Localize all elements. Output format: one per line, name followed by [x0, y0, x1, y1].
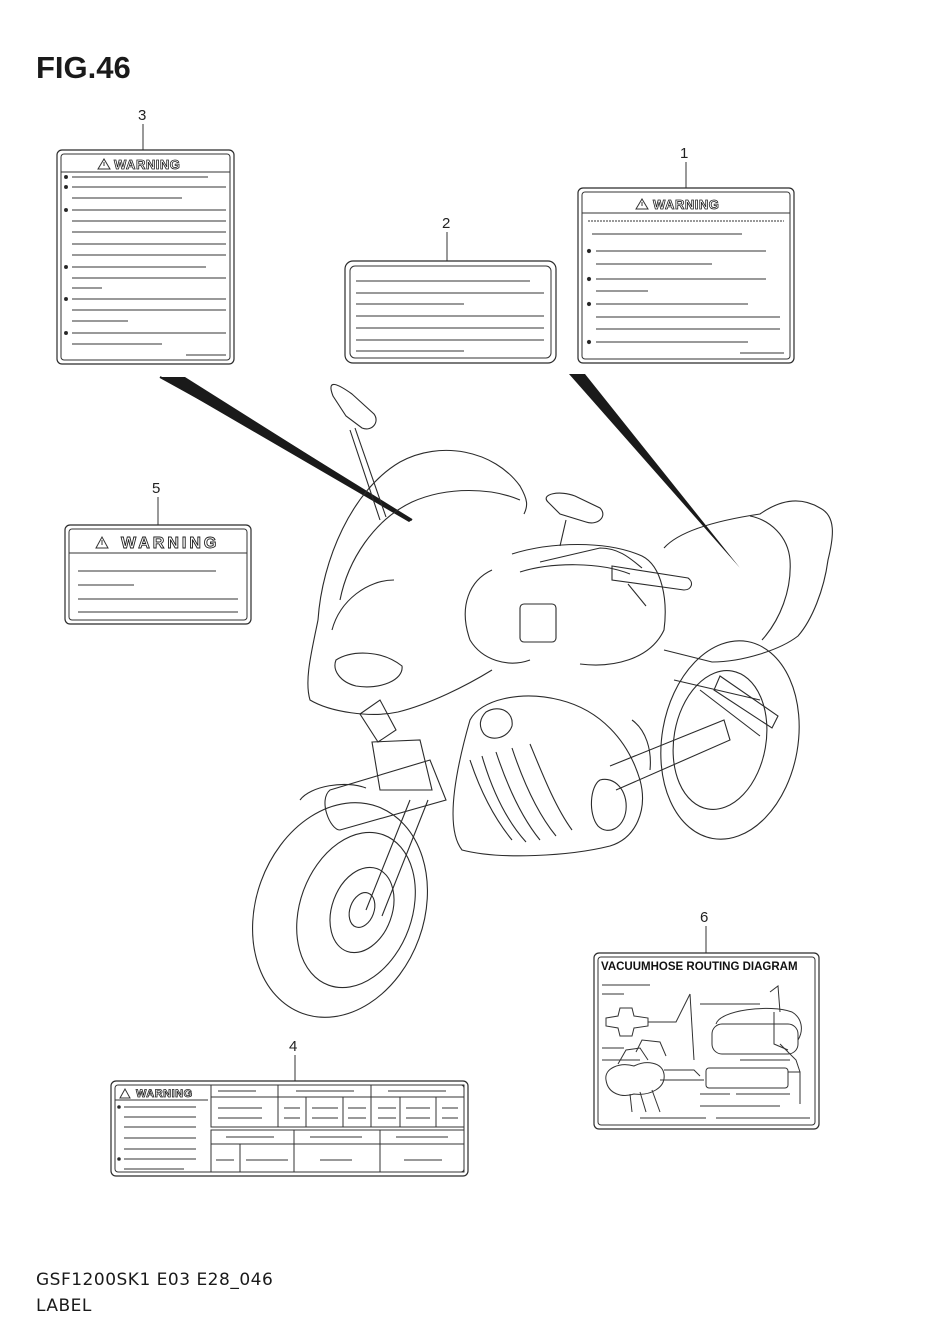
callout-3: 3: [138, 107, 146, 124]
warning-triangle-icon: [97, 158, 111, 170]
label-5-warning-text: WARNING: [121, 535, 219, 552]
footer-diagram-code: GSF1200SK1 E03 E28_046: [36, 1270, 274, 1290]
label-3-warning[interactable]: 3 WARNING: [56, 107, 235, 365]
label-1-warning[interactable]: 1 WARNING: [577, 145, 795, 364]
label-6-vacuum-hose-diagram[interactable]: 6 VACUUMHOSE ROUTING DIAGRAM: [593, 909, 820, 1130]
footer-section-label: LABEL: [36, 1296, 92, 1316]
warning-triangle-icon: [95, 535, 109, 549]
label-4-warning-table[interactable]: 4 WARNING: [110, 1038, 469, 1177]
pointer-arrow-left: [159, 376, 413, 522]
label-5-warning[interactable]: 5 WARNING: [64, 480, 252, 625]
callout-1: 1: [680, 145, 688, 162]
warning-triangle-icon: [119, 1087, 131, 1099]
label-2-plain[interactable]: 2: [344, 215, 557, 364]
vacuum-diagram-title: VACUUMHOSE ROUTING DIAGRAM: [601, 961, 798, 973]
label-4-warning-text: WARNING: [136, 1088, 193, 1100]
pointer-arrow-right: [569, 374, 740, 568]
warning-triangle-icon: [635, 198, 649, 210]
motorcycle-drawing: [252, 383, 833, 1018]
callout-4: 4: [289, 1038, 297, 1055]
callout-6: 6: [700, 909, 708, 926]
callout-2: 2: [442, 215, 450, 232]
label-1-warning-text: WARNING: [653, 197, 719, 212]
figure-title: FIG.46: [36, 50, 131, 85]
callout-5: 5: [152, 480, 160, 497]
label-3-warning-text: WARNING: [114, 157, 180, 172]
